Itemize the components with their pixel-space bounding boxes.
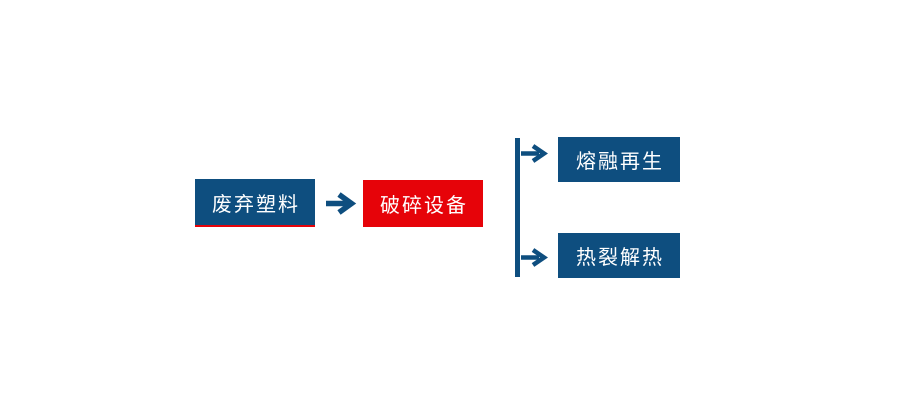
branch-bottom-arrow-right-icon bbox=[521, 248, 548, 267]
node-crushing-equipment-label: 破碎设备 bbox=[380, 195, 468, 217]
node-crushing-equipment: 破碎设备 bbox=[363, 180, 483, 227]
branch-top-arrow-right-icon bbox=[521, 144, 548, 163]
vertical-connector-line bbox=[515, 138, 520, 277]
node-waste-plastic: 废弃塑料 bbox=[195, 179, 315, 227]
node-waste-plastic-label: 废弃塑料 bbox=[212, 193, 300, 216]
node-melt-regeneration-label: 熔融再生 bbox=[576, 151, 664, 173]
node-pyrolysis-label: 热裂解热 bbox=[576, 247, 664, 269]
node-pyrolysis: 热裂解热 bbox=[558, 233, 680, 278]
node-melt-regeneration: 熔融再生 bbox=[558, 137, 680, 182]
arrow-right-icon bbox=[325, 192, 357, 215]
